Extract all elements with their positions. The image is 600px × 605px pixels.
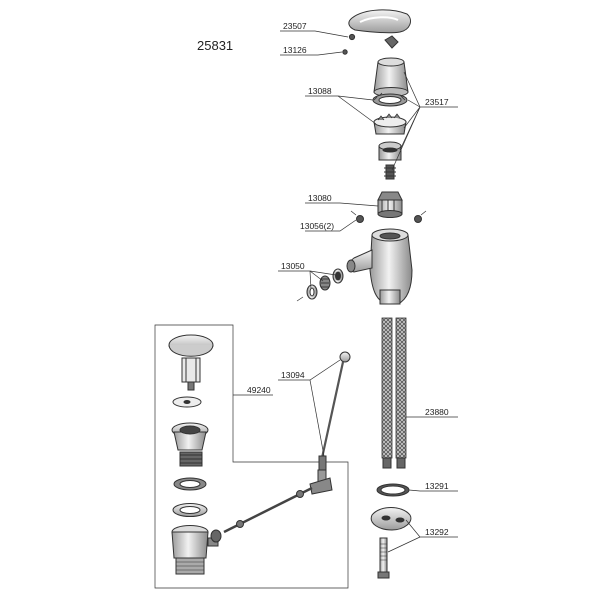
waste-nut <box>172 503 208 517</box>
leader-lines <box>233 30 458 553</box>
ceramic-cartridge <box>377 191 403 218</box>
lift-rod <box>318 351 351 471</box>
clevis-strap <box>309 469 333 495</box>
label-49240: 49240 <box>247 385 271 395</box>
set-screw <box>348 33 356 41</box>
mounting-washer <box>376 483 410 497</box>
aerator-washer <box>306 284 318 300</box>
waste-assembly-outline <box>154 324 349 589</box>
mixer-body <box>346 228 413 305</box>
cartridge-nut-ring <box>372 92 408 107</box>
side-screw-right <box>414 210 427 223</box>
pivot-rod <box>210 486 313 543</box>
model-number: 25831 <box>197 38 233 53</box>
horseshoe-plate <box>370 507 412 531</box>
label-23507: 23507 <box>283 21 307 31</box>
label-13291: 13291 <box>425 481 449 491</box>
label-23517: 23517 <box>425 97 449 107</box>
castellated-nut <box>373 113 407 135</box>
flexible-hoses <box>381 317 407 469</box>
waste-flange <box>171 422 209 467</box>
plug-seal <box>172 396 202 408</box>
label-13088: 13088 <box>308 86 332 96</box>
label-13126: 13126 <box>283 45 307 55</box>
cartridge-stem <box>384 164 396 180</box>
label-13080: 13080 <box>308 193 332 203</box>
waste-body <box>171 525 219 575</box>
set-screw-small <box>342 49 348 55</box>
aerator-screw <box>296 296 304 302</box>
popup-plug <box>168 334 214 391</box>
aerator-insert <box>319 275 331 291</box>
label-23880: 23880 <box>425 407 449 417</box>
side-screw-left <box>350 210 364 223</box>
lever-handle <box>348 9 411 34</box>
label-13050: 13050 <box>281 261 305 271</box>
cartridge-ring <box>378 141 402 161</box>
aerator-housing <box>332 268 344 284</box>
label-13292: 13292 <box>425 527 449 537</box>
handle-insert <box>384 35 399 49</box>
threaded-stud <box>377 537 390 579</box>
label-13056: 13056(2) <box>300 221 334 231</box>
label-13094: 13094 <box>281 370 305 380</box>
dome-cap <box>373 57 409 97</box>
waste-gasket <box>173 477 207 491</box>
